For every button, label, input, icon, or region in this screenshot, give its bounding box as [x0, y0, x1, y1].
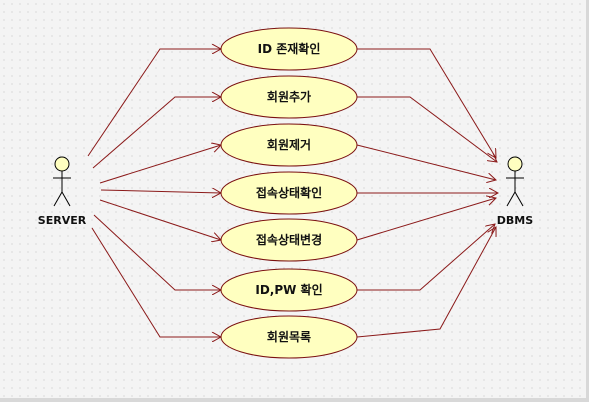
use-case-uc2[interactable] [220, 75, 358, 119]
association-server-uc2 [92, 97, 221, 169]
use-case-label-uc3: 회원제거 [266, 138, 312, 152]
use-case-label-uc7: 회원목록 [266, 330, 312, 344]
association-server-uc1 [87, 49, 221, 157]
use-case-uc3[interactable] [220, 123, 358, 167]
actor-label-dbms: DBMS [496, 214, 534, 227]
association-uc3-dbms [356, 144, 496, 180]
actor-dbms-icon[interactable] [506, 156, 524, 207]
frame-bottom-edge [0, 398, 589, 402]
frame-right-edge [586, 0, 589, 402]
association-server-uc3 [99, 145, 221, 184]
association-uc1-dbms [357, 48, 496, 158]
actor-label-server: SERVER [37, 214, 87, 227]
association-uc7-dbms [356, 227, 496, 338]
actor-server-icon[interactable] [53, 156, 71, 207]
use-case-label-uc2: 회원추가 [266, 90, 312, 104]
use-case-uc5[interactable] [220, 218, 358, 262]
association-uc6-dbms [357, 224, 495, 291]
use-case-label-uc6: ID,PW 확인 [255, 283, 323, 297]
use-case-uc4[interactable] [220, 171, 358, 215]
association-server-uc4 [100, 190, 221, 193]
association-server-uc5 [99, 199, 221, 240]
use-case-label-uc5: 접속상태변경 [255, 233, 323, 247]
association-uc2-dbms [357, 96, 497, 162]
use-case-label-uc4: 접속상태확인 [255, 186, 323, 200]
use-case-uc7[interactable] [220, 315, 358, 359]
use-case-label-uc1: ID 존재확인 [257, 42, 321, 56]
association-server-uc6 [93, 214, 221, 290]
use-case-uc1[interactable] [220, 27, 358, 71]
association-server-uc7 [91, 227, 221, 337]
use-case-uc6[interactable] [220, 268, 358, 312]
association-uc5-dbms [356, 198, 496, 241]
